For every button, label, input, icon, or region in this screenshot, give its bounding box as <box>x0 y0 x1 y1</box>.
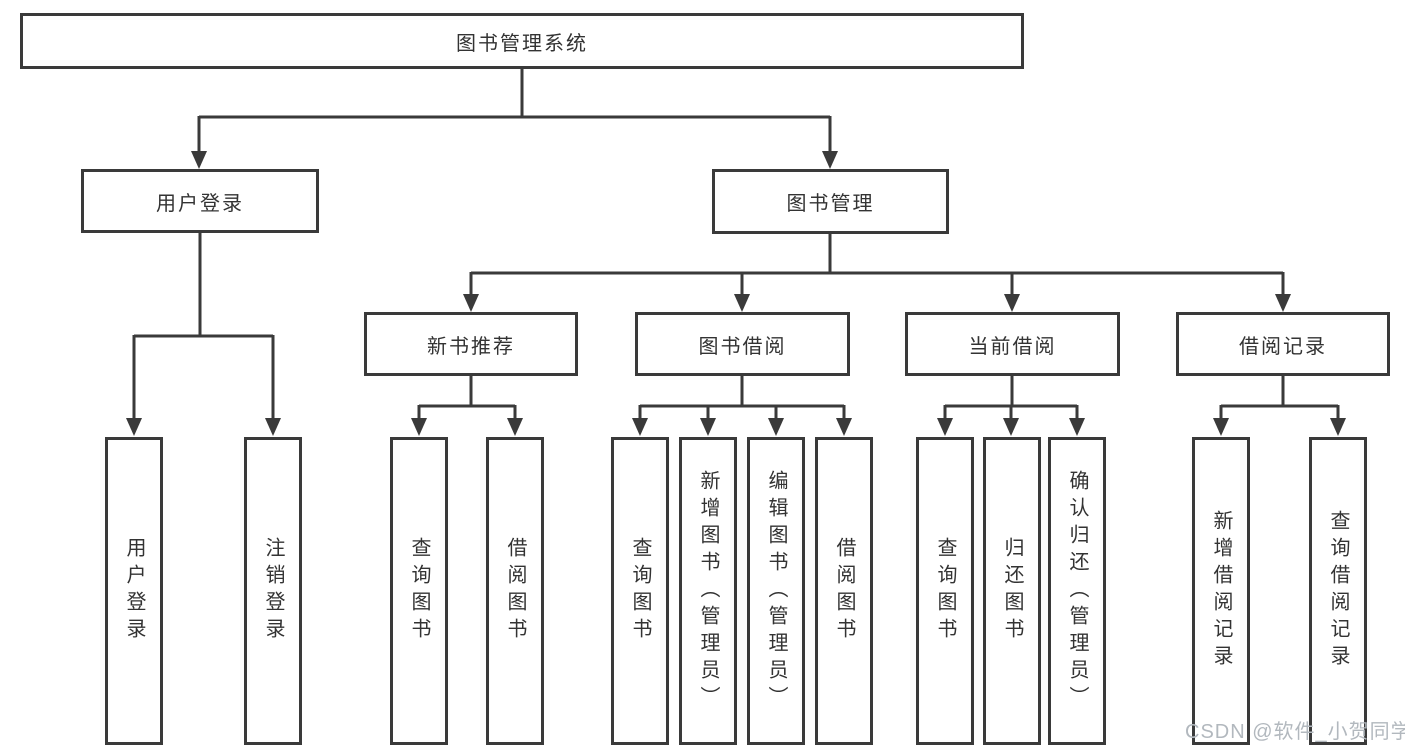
leaf-borrow-book-recommend-label: 借阅图书 <box>504 537 526 645</box>
node-current-borrow-label: 当前借阅 <box>968 335 1057 358</box>
node-borrow-records: 借阅记录 <box>1176 312 1390 376</box>
node-book-borrow: 图书借阅 <box>635 312 850 376</box>
leaf-borrow-book: 借阅图书 <box>815 437 873 745</box>
node-root-label: 图书管理系统 <box>456 32 588 55</box>
leaf-borrow-book-label: 借阅图书 <box>833 537 855 645</box>
node-user-login-group-label: 用户登录 <box>156 192 244 215</box>
leaf-query-book-current-label: 查询图书 <box>934 537 956 645</box>
leaf-query-book-borrow: 查询图书 <box>611 437 669 745</box>
node-book-management-label: 图书管理 <box>786 193 875 215</box>
leaf-query-book-borrow-label: 查询图书 <box>629 537 651 645</box>
node-book-management: 图书管理 <box>712 169 949 234</box>
leaf-confirm-return-admin: 确认归还（管理员） <box>1048 437 1106 745</box>
node-user-login-group: 用户登录 <box>81 169 319 233</box>
node-book-borrow-label: 图书借阅 <box>698 335 787 358</box>
leaf-user-login-label: 用户登录 <box>123 537 145 645</box>
leaf-logout-login-label: 注销登录 <box>262 537 284 645</box>
leaf-query-book-recommend-label: 查询图书 <box>408 537 430 645</box>
node-root: 图书管理系统 <box>20 13 1024 69</box>
leaf-confirm-return-admin-label: 确认归还（管理员） <box>1066 469 1088 713</box>
leaf-return-book: 归还图书 <box>983 437 1041 745</box>
leaf-add-borrow-record-label: 新增借阅记录 <box>1210 510 1232 672</box>
leaf-borrow-book-recommend: 借阅图书 <box>486 437 544 745</box>
leaf-query-borrow-record: 查询借阅记录 <box>1309 437 1367 745</box>
leaf-user-login: 用户登录 <box>105 437 163 745</box>
leaf-logout-login: 注销登录 <box>244 437 302 745</box>
leaf-add-book-admin-label: 新增图书（管理员） <box>697 469 719 713</box>
leaf-query-book-recommend: 查询图书 <box>390 437 448 745</box>
csdn-watermark: CSDN @软件_小贺同学 <box>1185 721 1405 743</box>
leaf-query-book-current: 查询图书 <box>916 437 974 745</box>
leaf-add-borrow-record: 新增借阅记录 <box>1192 437 1250 745</box>
leaf-edit-book-admin-label: 编辑图书（管理员） <box>765 469 787 713</box>
node-current-borrow: 当前借阅 <box>905 312 1120 376</box>
leaf-edit-book-admin: 编辑图书（管理员） <box>747 437 805 745</box>
node-borrow-records-label: 借阅记录 <box>1239 335 1327 358</box>
leaf-return-book-label: 归还图书 <box>1001 537 1023 645</box>
leaf-add-book-admin: 新增图书（管理员） <box>679 437 737 745</box>
node-new-book-recommend-label: 新书推荐 <box>427 335 515 358</box>
leaf-query-borrow-record-label: 查询借阅记录 <box>1327 510 1349 672</box>
node-new-book-recommend: 新书推荐 <box>364 312 578 376</box>
